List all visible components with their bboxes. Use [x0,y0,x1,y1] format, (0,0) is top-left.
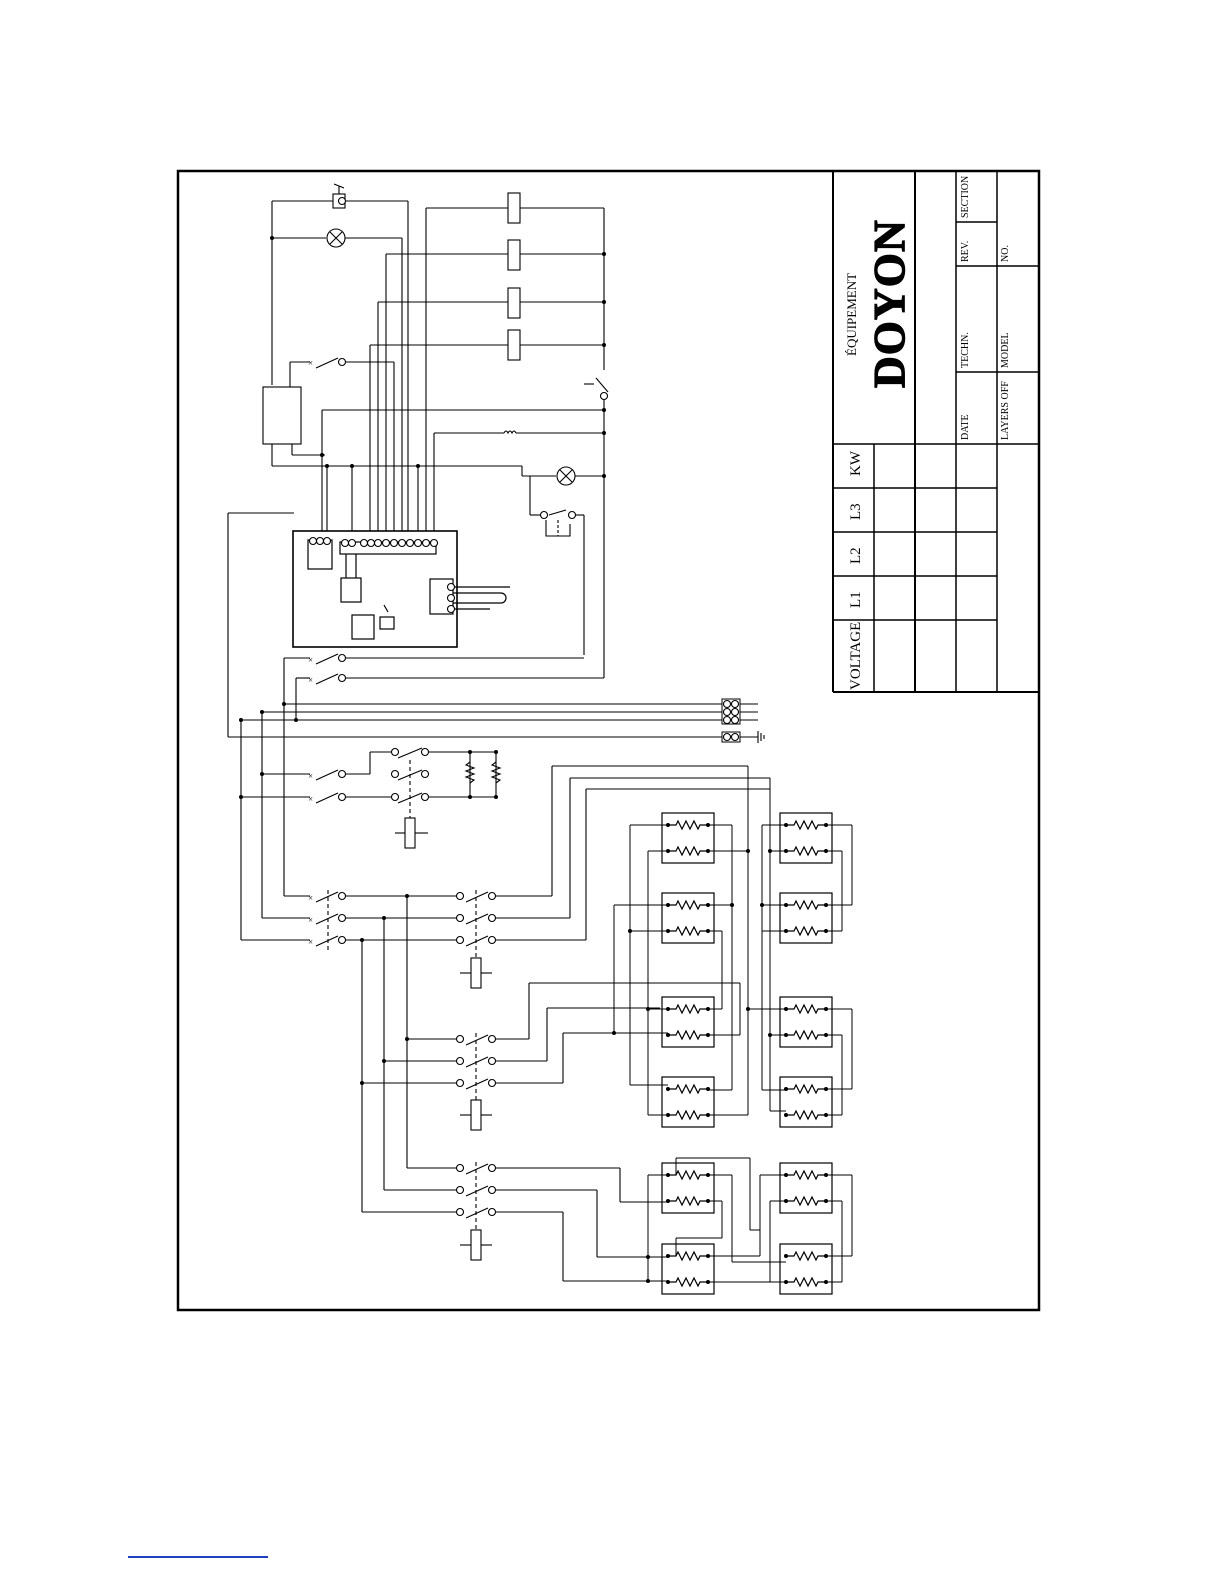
header-kw: KW [848,450,864,476]
label-layers-off: LAYERS OFF [1000,381,1011,440]
label-section: SECTION [960,176,971,218]
heater-banks [662,813,832,1294]
control-board [293,531,510,647]
brand-logo: ÉQUIPEMENT DOYON [844,219,914,388]
label-rev: REV. [960,241,971,262]
svg-text:×: × [308,675,313,685]
header-l2: L2 [848,547,864,564]
svg-text:×: × [308,915,313,925]
svg-text:×: × [308,358,313,368]
brand-line1: ÉQUIPEMENT [844,273,859,356]
header-l3: L3 [848,503,864,520]
heater-elements [666,821,828,1286]
label-date: DATE [960,414,971,440]
label-model: MODEL [1000,332,1011,368]
header-voltage: VOLTAGE [848,622,864,690]
control-nodes [270,236,606,478]
label-no: NO. [1000,245,1011,262]
svg-text:×: × [308,771,313,781]
brand-line2: DOYON [865,219,914,388]
svg-text:×: × [308,937,313,947]
small-contactor [241,748,500,848]
svg-text:×: × [308,893,313,903]
svg-text:×: × [308,655,313,665]
footer-link-underline[interactable] [128,1556,268,1558]
label-techn: TECHN. [960,332,971,368]
header-l1: L1 [848,591,864,608]
svg-text:×: × [308,794,313,804]
